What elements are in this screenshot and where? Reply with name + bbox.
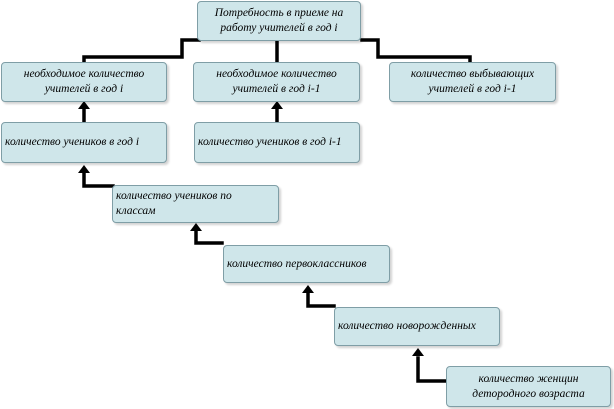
- node-first-graders-label: количество первоклассников: [227, 257, 367, 270]
- connector-women-to-newborns: [416, 356, 449, 383]
- node-students-i: количество учеников в год i: [1, 122, 167, 163]
- connector-first-to-class: [194, 228, 224, 245]
- node-leaving-teachers-label: количество выбывающих учителей в год i-1: [410, 68, 535, 95]
- arrowhead-newborns: [412, 348, 424, 356]
- node-women-childbearing-age: количество женщин детородного возраста: [446, 366, 611, 407]
- node-needed-teachers-i: необходимое количество учителей в год i: [1, 62, 167, 102]
- node-students-i-minus-1-label: количество учеников в год i-1: [198, 136, 342, 148]
- node-students-by-class: количество учеников по классам: [112, 185, 279, 223]
- node-first-graders: количество первоклассников: [223, 245, 390, 283]
- node-leaving-teachers: количество выбывающих учителей в год i-1: [389, 62, 556, 102]
- node-needed-teachers-i-minus-1: необходимое количество учителей в год i-…: [193, 62, 360, 102]
- node-students-by-class-label: количество учеников по классам: [116, 190, 232, 217]
- arrowhead-students-i: [78, 165, 90, 173]
- connector-root-leaving: [360, 38, 472, 64]
- arrowhead-needed-i: [78, 101, 90, 109]
- arrowhead-first: [302, 285, 314, 293]
- node-newborns: количество новорожденных: [334, 307, 500, 346]
- node-needed-teachers-i-label: необходимое количество учителей в год i: [23, 68, 145, 95]
- connector-root-needed-i: [82, 38, 201, 64]
- node-students-i-minus-1: количество учеников в год i-1: [194, 122, 360, 163]
- connector-class-to-students-i: [82, 170, 115, 188]
- connector-newborns-to-first: [306, 290, 336, 308]
- node-needed-teachers-i-minus-1-label: необходимое количество учителей в год i-…: [216, 68, 337, 95]
- node-root: Потребность в приеме на работу учителей …: [197, 1, 361, 41]
- arrowhead-class: [190, 223, 202, 231]
- node-women-childbearing-age-label: количество женщин детородного возраста: [472, 372, 585, 400]
- node-newborns-label: количество новорожденных: [338, 320, 476, 332]
- arrowhead-needed-i-minus-1: [271, 101, 283, 109]
- node-students-i-label: количество учеников в год i: [5, 136, 140, 148]
- node-root-label: Потребность в приеме на работу учителей …: [214, 7, 344, 34]
